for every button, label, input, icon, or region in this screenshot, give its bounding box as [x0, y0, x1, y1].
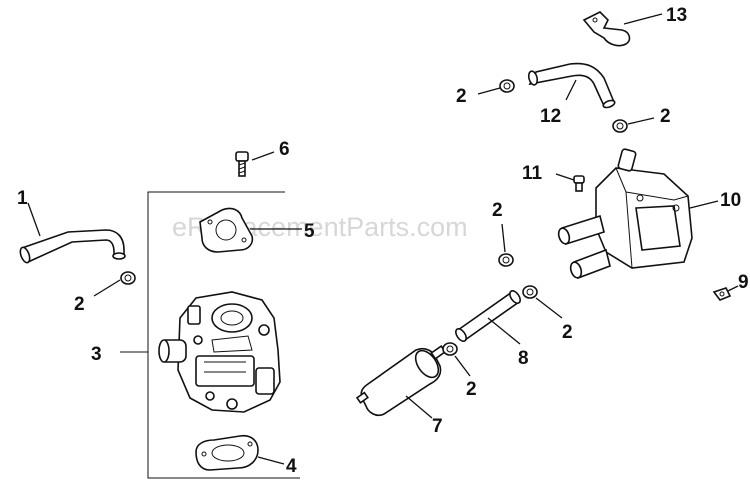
callout-7: 7	[432, 416, 443, 437]
callout-9: 9	[738, 272, 749, 293]
callout-2b: 2	[466, 379, 477, 400]
callout-11: 11	[522, 163, 543, 184]
part-10-fuel-pump[interactable]	[557, 148, 719, 280]
part-2-clamp-b[interactable]	[442, 342, 471, 377]
callout-6: 6	[279, 139, 290, 160]
callout-1: 1	[17, 188, 28, 209]
part-12-elbow-hose[interactable]	[527, 62, 616, 109]
part-4-gasket[interactable]	[195, 434, 285, 471]
part-6-screw[interactable]	[235, 151, 275, 177]
part-1-elbow-hose[interactable]	[19, 202, 126, 264]
callout-13: 13	[666, 5, 687, 26]
callout-10: 10	[720, 190, 741, 211]
callout-2d: 2	[492, 200, 503, 221]
part-2-clamp-c[interactable]	[522, 285, 563, 319]
callout-2f: 2	[660, 106, 671, 127]
part-8-fuel-hose[interactable]	[454, 289, 523, 345]
callout-12: 12	[540, 106, 561, 127]
part-3-carburetor[interactable]	[158, 291, 281, 413]
callout-2c: 2	[562, 322, 573, 343]
callout-2e: 2	[456, 86, 467, 107]
part-7-fuel-filter[interactable]	[355, 344, 447, 419]
part-5-gasket[interactable]	[199, 207, 302, 253]
callout-3: 3	[91, 344, 102, 365]
callout-5: 5	[304, 221, 315, 242]
part-9-clip[interactable]	[712, 285, 739, 301]
callout-2a: 2	[74, 294, 85, 315]
callout-4: 4	[286, 456, 297, 477]
part-13-bracket[interactable]	[582, 11, 663, 47]
assembly-bracket	[120, 191, 300, 479]
part-2-clamp-d[interactable]	[498, 223, 514, 267]
part-2-clamp-e[interactable]	[477, 79, 515, 95]
part-2-clamp-a[interactable]	[93, 271, 136, 297]
part-11-screw[interactable]	[555, 173, 585, 192]
callout-8: 8	[518, 348, 529, 369]
part-2-clamp-f[interactable]	[612, 117, 655, 133]
